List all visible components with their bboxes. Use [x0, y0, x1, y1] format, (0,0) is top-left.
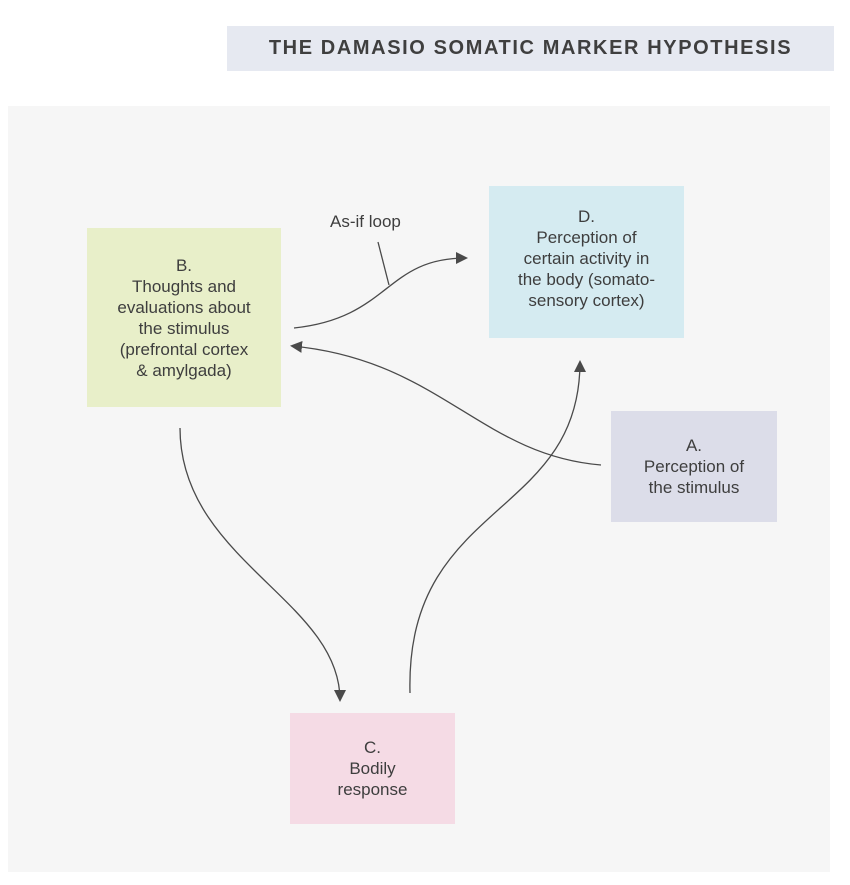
node-d-label: D. Perception of certain activity in the… — [518, 206, 655, 311]
node-d-perception-body-activity: D. Perception of certain activity in the… — [489, 186, 684, 338]
node-d-letter: D. — [577, 207, 595, 226]
node-c-text: Bodily response — [337, 759, 408, 799]
as-if-loop-label: As-if loop — [330, 212, 401, 231]
title-banner: THE DAMASIO SOMATIC MARKER HYPOTHESIS — [227, 26, 834, 71]
arrow-a-to-b — [290, 340, 602, 466]
node-a-perception-stimulus: A. Perception of the stimulus — [611, 411, 777, 522]
node-a-letter: A. — [685, 436, 703, 455]
arrow-c-to-d — [409, 360, 586, 694]
node-c-label: C. Bodily response — [338, 737, 408, 800]
as-if-loop-pointer — [377, 241, 390, 286]
node-c-letter: C. — [364, 738, 381, 757]
arrow-b-to-d — [293, 252, 468, 329]
node-b-thoughts-evaluations: B. Thoughts and evaluations about the st… — [87, 228, 281, 407]
diagram-title: THE DAMASIO SOMATIC MARKER HYPOTHESIS — [268, 37, 793, 59]
node-b-letter: B. — [175, 255, 193, 275]
node-c-bodily-response: C. Bodily response — [290, 713, 455, 824]
node-b-label: B. Thoughts and evaluations about the st… — [117, 255, 250, 381]
arrow-b-to-c — [179, 427, 346, 702]
node-b-text: Thoughts and evaluations about the stimu… — [117, 276, 251, 380]
node-a-label: A. Perception of the stimulus — [644, 435, 744, 498]
node-d-text: Perception of certain activity in the bo… — [517, 228, 655, 310]
node-a-text: Perception of the stimulus — [643, 457, 745, 497]
